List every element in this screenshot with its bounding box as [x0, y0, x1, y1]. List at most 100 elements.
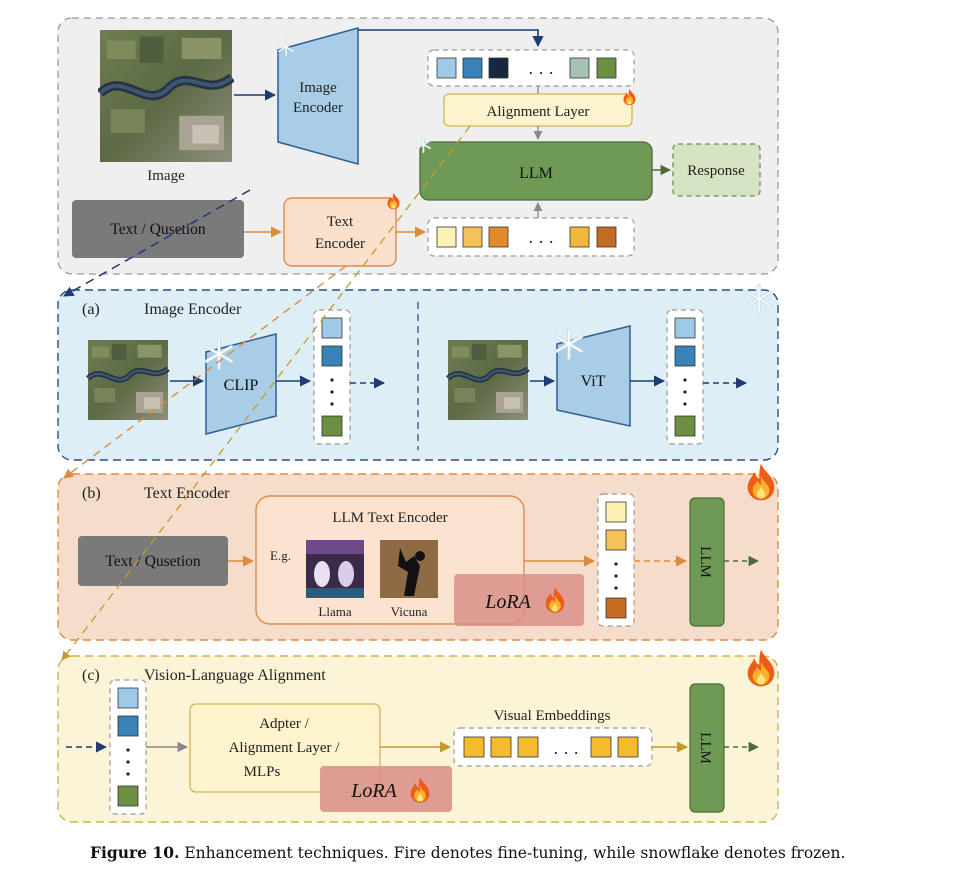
connector-text-encoder-to-section-b [63, 265, 347, 479]
image-label: Image [147, 168, 185, 184]
vit-token-column [666, 309, 704, 445]
fire-icon [747, 463, 775, 501]
clip-token [321, 317, 343, 339]
token-dot [126, 748, 130, 752]
clip-token-column [313, 309, 351, 445]
llm-block-b [689, 497, 725, 627]
clip-token [321, 345, 343, 367]
text-token [596, 226, 617, 248]
token-ellipsis: . . . [553, 739, 578, 758]
llm-block [419, 141, 653, 201]
llm-label: LLM [519, 165, 553, 182]
input-satellite-image [100, 30, 232, 162]
text-token-b [605, 501, 627, 523]
section-a-marker: (a) [82, 301, 100, 318]
token-dot [614, 574, 618, 578]
clip-token [321, 415, 343, 437]
llama-image [306, 540, 364, 598]
token-dot [683, 402, 687, 406]
image-token-c [117, 687, 139, 709]
image-token [436, 57, 457, 79]
adapter-label-line2: Alignment Layer / [229, 740, 341, 756]
text-token [436, 226, 457, 248]
clip-label: CLIP [224, 377, 259, 394]
token-ellipsis: . . . [528, 59, 553, 78]
image-token [462, 57, 483, 79]
caption-label: Figure 10. [90, 843, 180, 862]
text-question-block [72, 200, 244, 258]
section-b-marker: (b) [82, 485, 101, 502]
text-question-label-b: Text / Qusetion [105, 553, 201, 570]
response-label: Response [687, 163, 745, 179]
visual-embeddings-label: Visual Embeddings [493, 708, 610, 724]
token-ellipsis: . . . [528, 228, 553, 247]
vit-token [674, 345, 696, 367]
image-token [488, 57, 509, 79]
token-dot [126, 760, 130, 764]
token-dot [614, 562, 618, 566]
vit-label: ViT [581, 373, 606, 390]
connector-encoder-to-section-a [63, 189, 251, 297]
section-c-title: Vision-Language Alignment [144, 667, 326, 684]
text-token [569, 226, 590, 248]
visual-embedding-token [490, 736, 512, 758]
visual-embedding-token [617, 736, 639, 758]
image-encoder-label-line1: Image [299, 80, 337, 96]
visual-embedding-token [463, 736, 485, 758]
connector-alignment-to-section-c [61, 125, 471, 661]
token-dot [330, 390, 334, 394]
token-dot [330, 378, 334, 382]
text-question-label: Text / Qusetion [110, 221, 206, 238]
section-b-title: Text Encoder [144, 485, 230, 502]
text-token-column [597, 493, 635, 627]
image-token-c [117, 785, 139, 807]
image-encoder-block [277, 27, 359, 165]
text-token [462, 226, 483, 248]
text-encoder-block [283, 197, 397, 267]
visual-embedding-token [517, 736, 539, 758]
adapter-label-line3: MLPs [244, 764, 281, 780]
lora-label-b: LoRA [484, 591, 531, 613]
alignment-layer-label: Alignment Layer [487, 104, 590, 120]
image-token [596, 57, 617, 79]
text-encoder-label-line1: Text [327, 214, 354, 230]
lora-block-b [454, 574, 584, 626]
llm-label-c: LLM [697, 732, 713, 764]
llama-label: Llama [318, 604, 351, 619]
token-dot [330, 402, 334, 406]
vicuna-image [380, 540, 438, 598]
token-dot [126, 772, 130, 776]
llm-text-encoder-label: LLM Text Encoder [332, 510, 447, 526]
lora-label-c: LoRA [350, 780, 397, 802]
image-token-column-c [109, 679, 147, 815]
llm-block-c [689, 683, 725, 813]
llm-label-b: LLM [697, 546, 713, 578]
clip-input-image [88, 340, 168, 420]
token-dot [683, 390, 687, 394]
caption-text: Enhancement techniques. Fire denotes fin… [179, 844, 846, 862]
image-token-c [117, 715, 139, 737]
arrow-encoder-to-tokens [358, 29, 544, 48]
eg-label: E.g. [270, 548, 291, 563]
fire-icon [747, 649, 775, 687]
text-token [488, 226, 509, 248]
section-a-title: Image Encoder [144, 301, 242, 318]
image-token [569, 57, 590, 79]
section-c-marker: (c) [82, 667, 100, 684]
vicuna-label: Vicuna [391, 604, 428, 619]
adapter-label-line1: Adpter / [259, 716, 309, 732]
token-dot [614, 586, 618, 590]
vit-input-image [448, 340, 528, 420]
text-token-b [605, 529, 627, 551]
figure-caption: Figure 10. Enhancement techniques. Fire … [90, 843, 950, 862]
vit-token [674, 415, 696, 437]
vit-token [674, 317, 696, 339]
response-block [672, 143, 761, 197]
clip-encoder-block [205, 333, 277, 435]
visual-embedding-token [590, 736, 612, 758]
image-encoder-label-line2: Encoder [293, 100, 343, 116]
text-token-b [605, 597, 627, 619]
text-encoder-label-line2: Encoder [315, 236, 365, 252]
text-question-block-b [78, 536, 228, 586]
